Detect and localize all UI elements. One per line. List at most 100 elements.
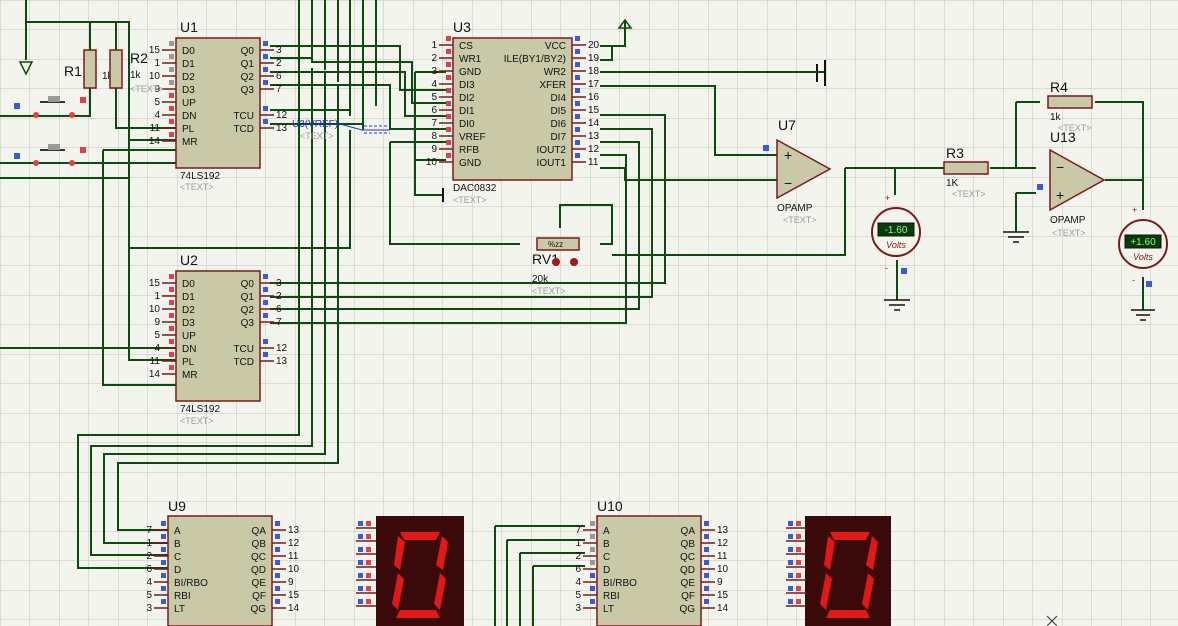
push-button-up[interactable] <box>14 96 86 118</box>
pin-state-indicator <box>704 560 709 565</box>
pin-state-indicator <box>788 521 793 526</box>
u9-body[interactable] <box>167 515 273 626</box>
u3-pin-label: IOUT1 <box>537 158 567 169</box>
pin-state-indicator <box>366 560 371 565</box>
u9-pin-number: 3 <box>146 603 152 614</box>
svg-text:+: + <box>784 147 792 163</box>
voltmeter-1[interactable]: -1.60 Volts + - <box>871 193 921 274</box>
u2-pin-number: 7 <box>276 317 282 328</box>
potentiometer-rv1[interactable]: %zz RV1 20k <TEXT> <box>532 237 580 296</box>
u3-pin-number: 4 <box>431 79 437 90</box>
u2-pin-label: Q3 <box>241 318 255 329</box>
r1-value: 1k <box>102 71 114 82</box>
u2-pin-label: Q0 <box>241 279 255 290</box>
pin-state-indicator <box>704 534 709 539</box>
u3-body[interactable] <box>452 37 573 181</box>
rv1-increment-button[interactable] <box>570 258 578 266</box>
r2-ref: R2 <box>130 50 148 66</box>
u2-pin-label: PL <box>182 357 195 368</box>
u1-text: <TEXT> <box>180 182 214 192</box>
pin-state-indicator <box>575 101 580 106</box>
u3-pin-number: 2 <box>431 53 437 64</box>
u10-pin-label: QF <box>681 591 695 602</box>
u10-ref: U10 <box>597 498 623 514</box>
u9-pin-label: QE <box>252 578 267 589</box>
u2-pin-number: 5 <box>154 330 160 341</box>
u3-pin-number: 1 <box>431 40 437 51</box>
pin-state-indicator <box>358 534 363 539</box>
u10-body[interactable] <box>596 515 702 626</box>
voltage-probe[interactable]: U3(VREF) <TEXT> <box>292 119 390 141</box>
u10-pin-label: B <box>603 539 610 550</box>
pin-state-indicator <box>590 547 595 552</box>
u10-pin-label: RBI <box>603 591 620 602</box>
pin-state-indicator <box>788 560 793 565</box>
svg-text:−: − <box>784 175 792 191</box>
u9-pin-number: 15 <box>288 590 300 601</box>
u10-pin-number: 10 <box>717 564 729 575</box>
u10-pin-label: LT <box>603 604 614 615</box>
voltmeter-2[interactable]: +1.60 Volts + - <box>1118 205 1168 287</box>
opamp-u13[interactable]: − + U13 OPAMP <TEXT> <box>1037 129 1106 238</box>
u9-pin-label: QG <box>250 604 266 615</box>
opamp-u7[interactable]: + − U7 OPAMP <TEXT> <box>763 117 832 225</box>
u1-pin-label: D3 <box>182 85 195 96</box>
r4-text: <TEXT> <box>1058 123 1092 133</box>
pin-state-indicator <box>358 547 363 552</box>
pin-state-indicator <box>169 93 174 98</box>
u9-pin-label: QB <box>252 539 267 550</box>
u3-pin-label: DI7 <box>550 132 566 143</box>
resistor-r3[interactable]: R3 1K <TEXT> <box>943 145 989 199</box>
u1-pin-label: MR <box>182 137 198 148</box>
u1-pin-number: 9 <box>154 84 160 95</box>
rv1-text: <TEXT> <box>532 286 566 296</box>
pin-state-indicator <box>788 573 793 578</box>
u10-pin-number: 4 <box>575 577 581 588</box>
pin-state-indicator <box>796 573 801 578</box>
pin-state-indicator <box>446 88 451 93</box>
u10-pin-number: 14 <box>717 603 729 614</box>
resistor-r1[interactable]: R1 1k <box>64 49 114 89</box>
pin-state-indicator <box>263 41 268 46</box>
u2-pin-label: TCD <box>233 357 254 368</box>
u9-pin-label: QF <box>252 591 266 602</box>
cursor-marker-icon <box>1046 615 1058 626</box>
u2-pin-number: 14 <box>149 369 161 380</box>
u1-pin-label: Q1 <box>241 59 255 70</box>
u2-body[interactable] <box>175 270 261 402</box>
resistor-r2[interactable]: R2 1k <TEXT> <box>109 49 164 94</box>
u9-pin-label: QD <box>251 565 266 576</box>
u3-pin-label: VCC <box>545 41 566 52</box>
u2-pin-number: 11 <box>150 356 161 367</box>
push-button-down[interactable] <box>14 144 86 166</box>
u3-pin-label: GND <box>459 158 481 169</box>
pin-state-indicator <box>366 586 371 591</box>
u3-pin-number: 17 <box>588 79 600 90</box>
resistor-r4[interactable]: R4 1k <TEXT> <box>1047 79 1093 133</box>
pin-state-indicator <box>575 36 580 41</box>
u2-text: <TEXT> <box>180 416 214 426</box>
pin-state-indicator <box>446 101 451 106</box>
u3-pin-number: 5 <box>431 92 437 103</box>
u1-body[interactable] <box>175 37 261 169</box>
pin-state-indicator <box>704 547 709 552</box>
wire-net[interactable] <box>0 0 1144 626</box>
u9-pin-number: 5 <box>146 590 152 601</box>
pin-state-indicator <box>366 534 371 539</box>
pin-state-indicator <box>796 534 801 539</box>
u3-text: <TEXT> <box>453 195 487 205</box>
pin-state-indicator <box>590 573 595 578</box>
pin-state-indicator <box>704 521 709 526</box>
rv1-decrement-button[interactable] <box>552 258 560 266</box>
pin-state-indicator <box>169 132 174 137</box>
u3-pin-number: 13 <box>588 131 600 142</box>
pin-state-indicator <box>796 586 801 591</box>
u2-pin-label: UP <box>182 331 196 342</box>
u9-pin-number: 7 <box>146 525 152 536</box>
